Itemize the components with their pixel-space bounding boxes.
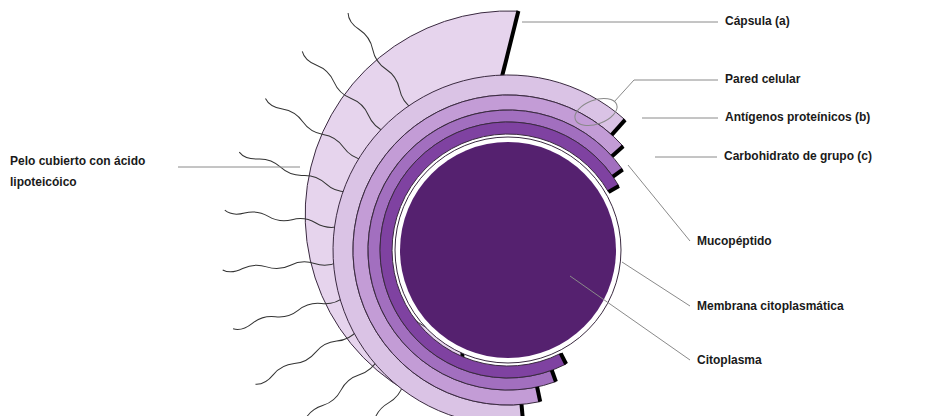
mucopeptide-label: Mucopéptido — [695, 234, 774, 249]
cytoplasm-label: Citoplasma — [695, 353, 764, 368]
cytoplasm — [400, 142, 616, 358]
leader-lines — [178, 22, 718, 360]
capsule-label: Cápsula (a) — [723, 14, 792, 29]
protein-antigen-label: Antígenos proteínicos (b) — [723, 110, 872, 125]
group-carbohydrate-label: Carbohidrato de grupo (c) — [722, 149, 874, 164]
cytoplasmic-membrane — [395, 137, 621, 363]
cell-wall — [333, 75, 625, 416]
membrane-label: Membrana citoplasmática — [695, 299, 846, 314]
pilus-label: Pelo cubierto con ácido lipoteicóico — [8, 151, 152, 193]
capsule-end — [501, 11, 518, 79]
cell-wall-label: Pared celular — [723, 72, 802, 87]
